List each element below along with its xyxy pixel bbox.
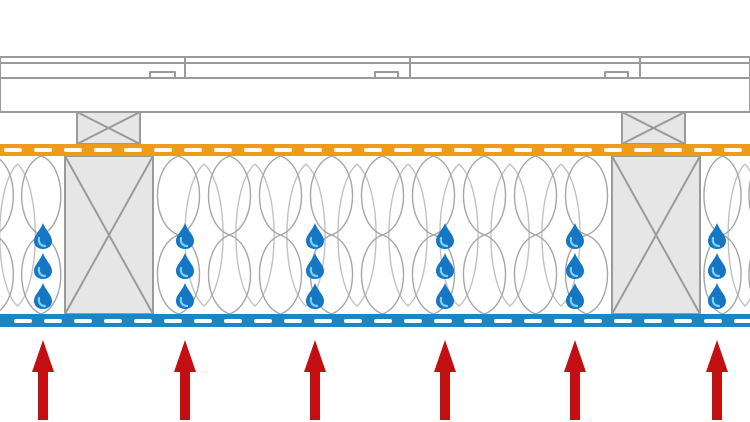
membrane-dash bbox=[694, 148, 712, 152]
membrane-dash bbox=[404, 319, 422, 323]
membrane-dash bbox=[194, 319, 212, 323]
water-drop-icon bbox=[34, 283, 52, 309]
insulation-loop bbox=[184, 163, 224, 307]
vapour-control-layer bbox=[0, 314, 750, 327]
membrane-dash bbox=[514, 148, 532, 152]
water-drop-icon bbox=[436, 283, 454, 309]
membrane-dash bbox=[634, 148, 652, 152]
rafter bbox=[64, 155, 154, 315]
insulation-loop bbox=[490, 163, 530, 307]
arrow-up-icon bbox=[564, 340, 586, 420]
membrane-dash bbox=[604, 148, 622, 152]
membrane-dash bbox=[664, 148, 682, 152]
breather-membrane bbox=[0, 144, 750, 156]
insulation-loop bbox=[388, 163, 428, 307]
cladding-board bbox=[0, 77, 750, 113]
membrane-dash bbox=[644, 319, 662, 323]
water-drop-icon bbox=[566, 223, 584, 249]
membrane-dash bbox=[214, 148, 232, 152]
membrane-dash bbox=[134, 319, 152, 323]
water-drop-icon bbox=[306, 283, 324, 309]
insulation-loop bbox=[439, 163, 479, 307]
membrane-dash bbox=[614, 319, 632, 323]
membrane-dash bbox=[484, 148, 502, 152]
membrane-dash bbox=[464, 319, 482, 323]
membrane-dash bbox=[544, 148, 562, 152]
membrane-dash bbox=[244, 148, 262, 152]
membrane-dash bbox=[64, 148, 82, 152]
membrane-dash bbox=[704, 319, 722, 323]
rising-vapour-arrows bbox=[32, 340, 728, 420]
arrow-up-icon bbox=[304, 340, 326, 420]
membrane-dash bbox=[74, 319, 92, 323]
insulation-loop bbox=[541, 163, 581, 307]
membrane-dash bbox=[434, 319, 452, 323]
membrane-dash bbox=[164, 319, 182, 323]
membrane-dash bbox=[374, 319, 392, 323]
batten bbox=[76, 111, 141, 145]
membrane-dash bbox=[304, 148, 322, 152]
arrow-up-icon bbox=[32, 340, 54, 420]
water-drop-icon bbox=[176, 283, 194, 309]
water-drop-icon bbox=[306, 223, 324, 249]
membrane-dash bbox=[34, 148, 52, 152]
membrane-dash bbox=[674, 319, 692, 323]
water-drop-icon bbox=[436, 223, 454, 249]
membrane-dash bbox=[454, 148, 472, 152]
membrane-dash bbox=[314, 319, 332, 323]
insulation-between-rafters bbox=[0, 155, 750, 315]
membrane-dash bbox=[364, 148, 382, 152]
membrane-dash bbox=[344, 319, 362, 323]
membrane-dash bbox=[254, 319, 272, 323]
membrane-dash bbox=[224, 319, 242, 323]
rafter bbox=[611, 155, 701, 315]
moisture-drops bbox=[34, 223, 726, 309]
water-drop-icon bbox=[34, 253, 52, 279]
cladding-outline bbox=[409, 56, 641, 79]
water-drop-icon bbox=[176, 253, 194, 279]
membrane-dash bbox=[334, 148, 352, 152]
water-drop-icon bbox=[566, 253, 584, 279]
membrane-dash bbox=[94, 148, 112, 152]
membrane-dash bbox=[724, 148, 742, 152]
membrane-dash bbox=[154, 148, 172, 152]
membrane-dash bbox=[124, 148, 142, 152]
membrane-dash bbox=[274, 148, 292, 152]
water-drop-icon bbox=[708, 283, 726, 309]
membrane-dash bbox=[584, 319, 602, 323]
water-drop-icon bbox=[708, 223, 726, 249]
arrow-up-icon bbox=[706, 340, 728, 420]
membrane-dash bbox=[494, 319, 512, 323]
arrow-up-icon bbox=[434, 340, 456, 420]
rafters bbox=[64, 155, 701, 315]
insulation-loop bbox=[235, 163, 275, 307]
membrane-dash bbox=[574, 148, 592, 152]
water-drop-icon bbox=[708, 253, 726, 279]
membrane-dash bbox=[734, 319, 750, 323]
membrane-dash bbox=[554, 319, 572, 323]
membrane-dash bbox=[14, 319, 32, 323]
roof-cladding bbox=[0, 56, 750, 113]
water-drop-icon bbox=[436, 253, 454, 279]
membrane-dash bbox=[394, 148, 412, 152]
insulation-loop bbox=[286, 163, 326, 307]
water-drop-icon bbox=[176, 223, 194, 249]
cladding-outline bbox=[639, 56, 750, 79]
arrow-up-icon bbox=[174, 340, 196, 420]
membrane-dash bbox=[104, 319, 122, 323]
insulation-loop bbox=[727, 163, 750, 307]
membrane-dash bbox=[524, 319, 542, 323]
membrane-dash bbox=[184, 148, 202, 152]
membrane-dash bbox=[44, 319, 62, 323]
batten bbox=[621, 111, 686, 145]
insulation-loop bbox=[0, 163, 36, 307]
membrane-dash bbox=[284, 319, 302, 323]
water-drop-icon bbox=[566, 283, 584, 309]
membrane-dash bbox=[4, 148, 22, 152]
membrane-dash bbox=[424, 148, 442, 152]
water-drop-icon bbox=[34, 223, 52, 249]
insulation-loop bbox=[337, 163, 377, 307]
water-drop-icon bbox=[306, 253, 324, 279]
